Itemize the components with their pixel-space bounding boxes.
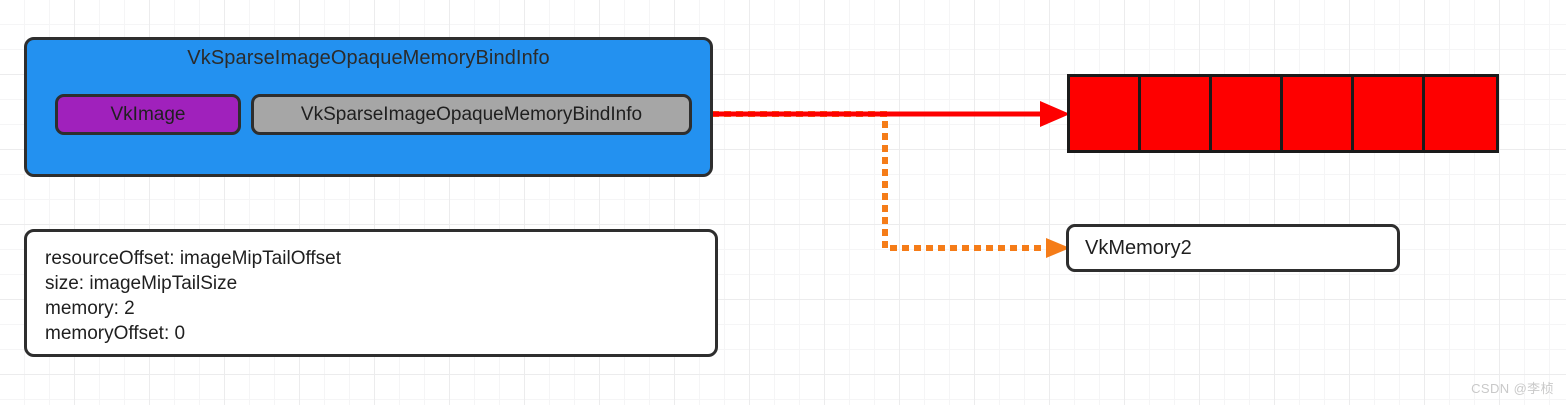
memory-block[interactable] (1212, 77, 1283, 150)
details-line-size: size: imageMipTailSize (45, 273, 238, 294)
details-line-memory: memory: 2 (45, 298, 135, 319)
orange-dotted-connector (700, 111, 1053, 251)
bind-info-container[interactable]: VkSparseImageOpaqueMemoryBindInfo VkImag… (24, 37, 713, 177)
memory-block[interactable] (1141, 77, 1212, 150)
red-arrowhead-icon (1040, 101, 1070, 127)
memory-block[interactable] (1283, 77, 1354, 150)
details-note-box[interactable]: resourceOffset: imageMipTailOffset size:… (24, 229, 718, 357)
details-line-memory-offset: memoryOffset: 0 (45, 323, 186, 344)
vkmemory2-label: VkMemory2 (1085, 236, 1192, 259)
memory-block[interactable] (1070, 77, 1141, 150)
bind-info-title: VkSparseImageOpaqueMemoryBindInfo (187, 47, 550, 69)
watermark: CSDN @李桢 (1471, 381, 1554, 396)
bindinfo-chip[interactable]: VkSparseImageOpaqueMemoryBindInfo (251, 94, 692, 135)
memory-block[interactable] (1354, 77, 1425, 150)
memory-blocks-strip[interactable] (1067, 74, 1499, 153)
vkimage-chip[interactable]: VkImage (55, 94, 241, 135)
memory-block[interactable] (1425, 77, 1496, 150)
details-line-resource-offset: resourceOffset: imageMipTailOffset (45, 248, 342, 269)
vkmemory2-box[interactable]: VkMemory2 (1066, 224, 1400, 272)
